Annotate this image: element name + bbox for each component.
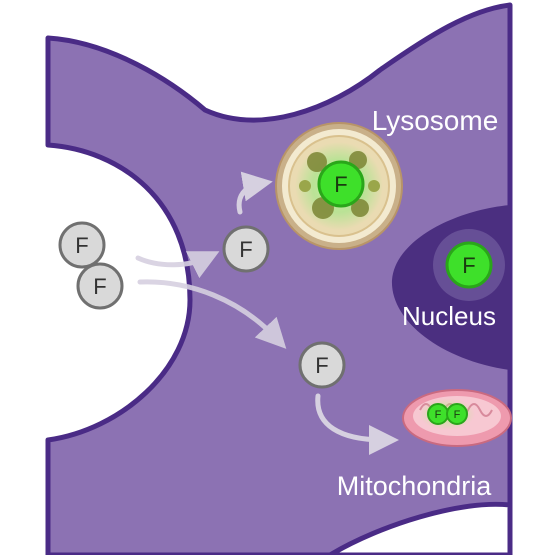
particle-letter: F bbox=[93, 274, 106, 299]
particle-in-mitochondria-2: F bbox=[446, 403, 468, 425]
particle-letter: F bbox=[454, 409, 461, 421]
particle-cytoplasm-1: F bbox=[222, 225, 270, 273]
label-mitochondria: Mitochondria bbox=[337, 471, 493, 501]
arrow-to-lysosome bbox=[236, 171, 273, 215]
particle-cytoplasm-2: F bbox=[298, 341, 346, 389]
particle-letter: F bbox=[462, 253, 475, 278]
label-lysosome: Lysosome bbox=[372, 105, 499, 136]
particle-outside-2: F bbox=[76, 262, 124, 310]
particle-in-nucleus: F bbox=[433, 229, 505, 301]
extracellular-space-bottom bbox=[325, 501, 513, 555]
particle-letter: F bbox=[239, 237, 252, 262]
particle-outside-1: F bbox=[58, 221, 106, 269]
particle-letter: F bbox=[435, 409, 442, 421]
arrow-entry-lower bbox=[137, 279, 287, 349]
particle-letter: F bbox=[75, 233, 88, 258]
cell-membrane bbox=[45, 2, 513, 555]
arrow-to-mitochondria bbox=[315, 393, 399, 455]
particle-in-lysosome: F bbox=[317, 160, 365, 208]
particle-letter: F bbox=[334, 172, 347, 197]
label-nucleus: Nucleus bbox=[402, 301, 496, 331]
arrow-entry-upper bbox=[135, 251, 220, 279]
particle-in-mitochondria-1: F bbox=[427, 403, 449, 425]
particle-letter: F bbox=[315, 353, 328, 378]
